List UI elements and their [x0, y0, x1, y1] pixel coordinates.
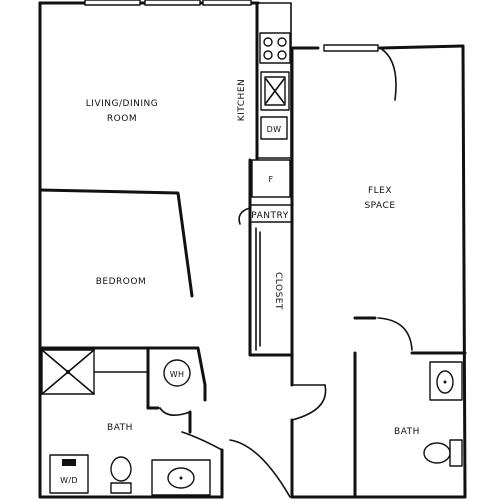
refrigerator	[251, 159, 291, 198]
vanity-sink-icon	[151, 459, 211, 496]
cooktop-icon	[259, 32, 291, 64]
outer-walls	[38, 1, 467, 499]
right-toilet-icon	[423, 439, 463, 467]
living-dining-label-line2: ROOM	[107, 114, 137, 124]
closet-label: CLOSET	[273, 272, 283, 310]
pantry-label: PANTRY	[251, 211, 288, 221]
pantry-door	[238, 207, 251, 225]
dishwasher	[260, 116, 288, 140]
left-bath-label: BATH	[107, 423, 133, 433]
flex-space-label-line1: FLEX	[368, 186, 392, 196]
wh-closet-door	[159, 407, 191, 416]
bedroom-walls	[38, 188, 194, 298]
bedroom-label: BEDROOM	[96, 277, 146, 287]
kitchen-sink-icon	[260, 71, 290, 111]
entry-door	[291, 384, 327, 421]
flex-door	[379, 47, 397, 101]
front-door	[229, 439, 291, 498]
dishwasher-label: DW	[267, 125, 282, 134]
pantry: PANTRY	[238, 204, 293, 225]
washer-dryer: W/D	[49, 454, 89, 494]
water-heater-label: WH	[170, 370, 185, 379]
kitchen-cabinets: DW F	[251, 2, 292, 198]
window	[84, 0, 141, 6]
kitchen-counter	[256, 2, 292, 159]
left-bath-walls	[38, 346, 207, 434]
window	[202, 0, 252, 6]
flex-space-label-line2: SPACE	[364, 201, 395, 211]
right-bath-walls	[353, 316, 467, 499]
windows	[84, 0, 379, 52]
right-sink-icon	[429, 361, 463, 401]
toilet-icon	[110, 456, 132, 494]
closet: CLOSET	[255, 227, 283, 351]
right-bath-label: BATH	[394, 427, 420, 437]
water-heater: WH	[163, 359, 191, 387]
washer-dryer-label: W/D	[60, 476, 78, 485]
shower-icon	[41, 349, 149, 395]
right-bath-door	[377, 317, 413, 351]
living-dining-label-line1: LIVING/DINING	[86, 99, 158, 109]
window	[144, 0, 201, 6]
kitchen-label: KITCHEN	[237, 79, 247, 122]
bath-door	[181, 431, 223, 451]
window	[323, 44, 379, 52]
fridge-label: F	[269, 175, 274, 184]
